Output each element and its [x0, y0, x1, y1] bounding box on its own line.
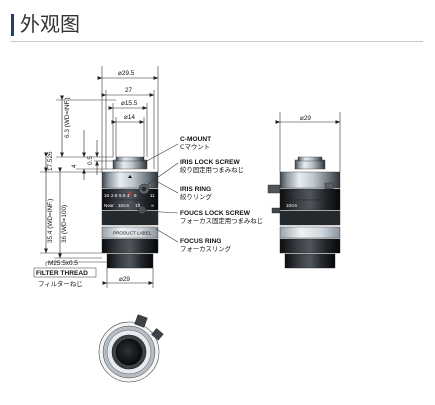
product-label-text: PRODUCT LABEL [113, 231, 152, 236]
callout-focus-lock-screw-jp: フォーカス固定用つまみねじ [180, 216, 263, 225]
side-dimension-diameter-29: ⌀29 [300, 115, 311, 122]
header-divider [10, 41, 423, 42]
callout-focus-ring-jp: フォーカスリング [180, 244, 232, 253]
callout-iris-lock-screw-jp: 絞り固定用つまみねじ [180, 165, 244, 174]
dimension-4: 4 [71, 164, 78, 168]
page-header: 外观图 [0, 0, 435, 42]
f-number-label: 11 [150, 193, 155, 198]
dimension-17-526: 17.526 [47, 151, 54, 171]
page-title: 外观图 [20, 12, 80, 36]
dimension-diameter-15-5: ⌀15.5 [121, 100, 138, 107]
focus-distance-label: 10cm [118, 203, 129, 208]
f-number-label: 4 [127, 193, 130, 198]
filter-thread-label-jp: フィルターねじ [38, 279, 83, 288]
focus-feet-label: 1ft [135, 203, 141, 208]
horizontal-dimensions [97, 66, 159, 288]
dimension-27: 27 [125, 87, 133, 94]
focus-infinity-label: ∞ [151, 203, 154, 208]
side-focus-distance-label: 10cm [286, 203, 297, 208]
callout-leaders [144, 143, 179, 243]
dimension-diameter-29-bottom: ⌀29 [119, 276, 130, 283]
filter-thread-size: M25.5x0.5 [48, 260, 78, 267]
dimension-6-3: 6.3 (WD=INF.) [64, 97, 71, 138]
callout-focus-lock-screw: FOUCS LOCK SCREW [180, 210, 251, 217]
bottom-view-lens [98, 314, 164, 383]
focus-near-label: Near [104, 203, 114, 208]
callout-iris-ring-jp: 絞りリング [180, 192, 213, 201]
filter-thread-label: FILTER THREAD [36, 270, 88, 277]
dimension-36: 36 (WD=100) [61, 205, 68, 243]
callout-c-mount-jp: Cマウント [180, 143, 210, 151]
front-lens-body [101, 156, 159, 269]
f-number-label: 16 [104, 193, 110, 198]
dimension-diameter-29-5: ⌀29.5 [118, 70, 135, 77]
callout-focus-ring: FOCUS RING [180, 238, 221, 245]
lens-glass-icon [115, 338, 143, 366]
side-dimension [275, 112, 341, 172]
callout-iris-ring: IRIS RING [180, 186, 211, 193]
callout-c-mount: C-MOUNT [180, 136, 211, 143]
f-number-label: 5.6 [119, 193, 126, 198]
vertical-dimensions [40, 95, 116, 259]
f-number-label: 2.8 [111, 193, 118, 198]
dimension-0-5: 0.5 [87, 156, 94, 165]
focus-lock-screw-icon [137, 205, 147, 215]
header-accent-bar [11, 14, 14, 36]
dimension-35-4: 35.4 (WD=INF.) [47, 199, 54, 243]
callout-iris-lock-screw: IRIS LOCK SCREW [180, 159, 240, 166]
f-number-label: 8 [134, 193, 137, 198]
side-iris-screw-icon [267, 184, 281, 194]
side-lens-body [267, 156, 341, 269]
dimension-diameter-14: ⌀14 [124, 114, 135, 121]
